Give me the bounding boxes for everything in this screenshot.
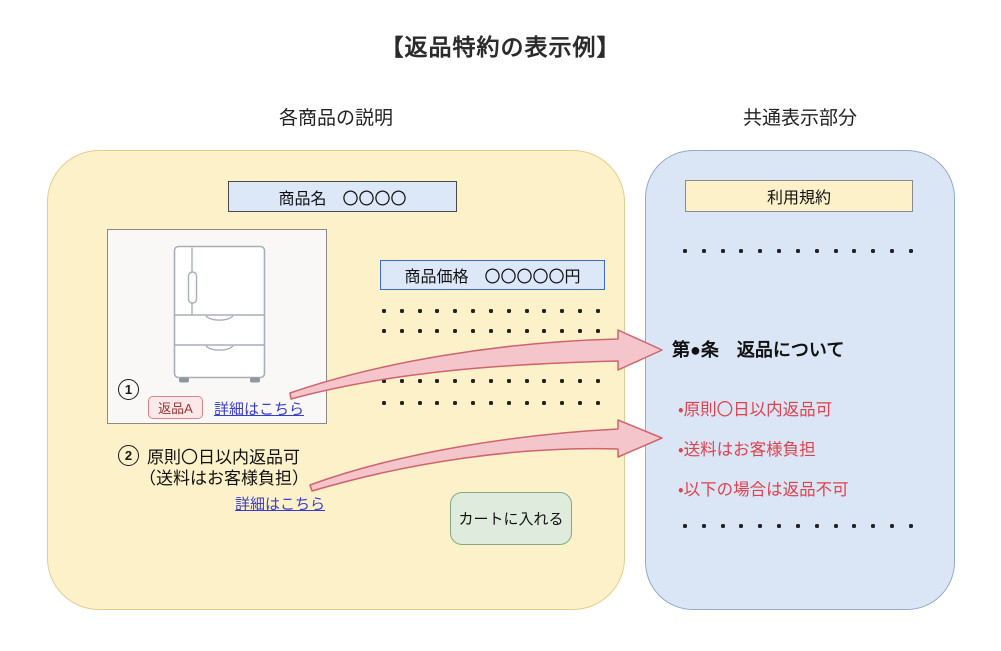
return-policy-line2: （送料はお客様負担） — [139, 469, 309, 488]
terms-of-use-header: 利用規約 — [685, 180, 913, 212]
product-price-box: 商品価格 〇〇〇〇〇円 — [380, 260, 605, 290]
placeholder-text-dots — [683, 248, 913, 253]
placeholder-text-dots — [382, 308, 600, 313]
detail-link-2[interactable]: 詳細はこちら — [235, 496, 326, 513]
page-title: 【返品特約の表示例】 — [380, 34, 621, 60]
common-terms-panel — [645, 150, 955, 610]
detail-link-1[interactable]: 詳細はこちら — [214, 401, 305, 418]
return-policy-line1: 原則〇日以内返品可 — [147, 448, 300, 467]
return-rule-item: ・以下の場合は返品不可 — [678, 481, 849, 499]
add-to-cart-button[interactable]: カートに入れる — [450, 492, 572, 545]
return-rule-item: ・送料はお客様負担 — [678, 441, 816, 459]
item1-number-icon: 1 — [118, 379, 139, 400]
left-section-label: 各商品の説明 — [278, 108, 393, 129]
refrigerator-icon — [173, 245, 266, 383]
right-section-label: 共通表示部分 — [742, 108, 857, 129]
item2-number-icon: 2 — [118, 445, 139, 466]
product-image-box — [107, 229, 327, 424]
return-clause-heading: 第●条 返品について — [672, 340, 845, 360]
return-rule-item: ・原則〇日以内返品可 — [678, 401, 833, 419]
product-name-box: 商品名 〇〇〇〇 — [228, 181, 457, 212]
placeholder-text-dots — [382, 328, 600, 333]
placeholder-text-dots — [683, 523, 913, 528]
return-policy-badge: 返品A — [148, 396, 203, 419]
placeholder-text-dots — [382, 400, 600, 405]
placeholder-text-dots — [382, 378, 600, 383]
